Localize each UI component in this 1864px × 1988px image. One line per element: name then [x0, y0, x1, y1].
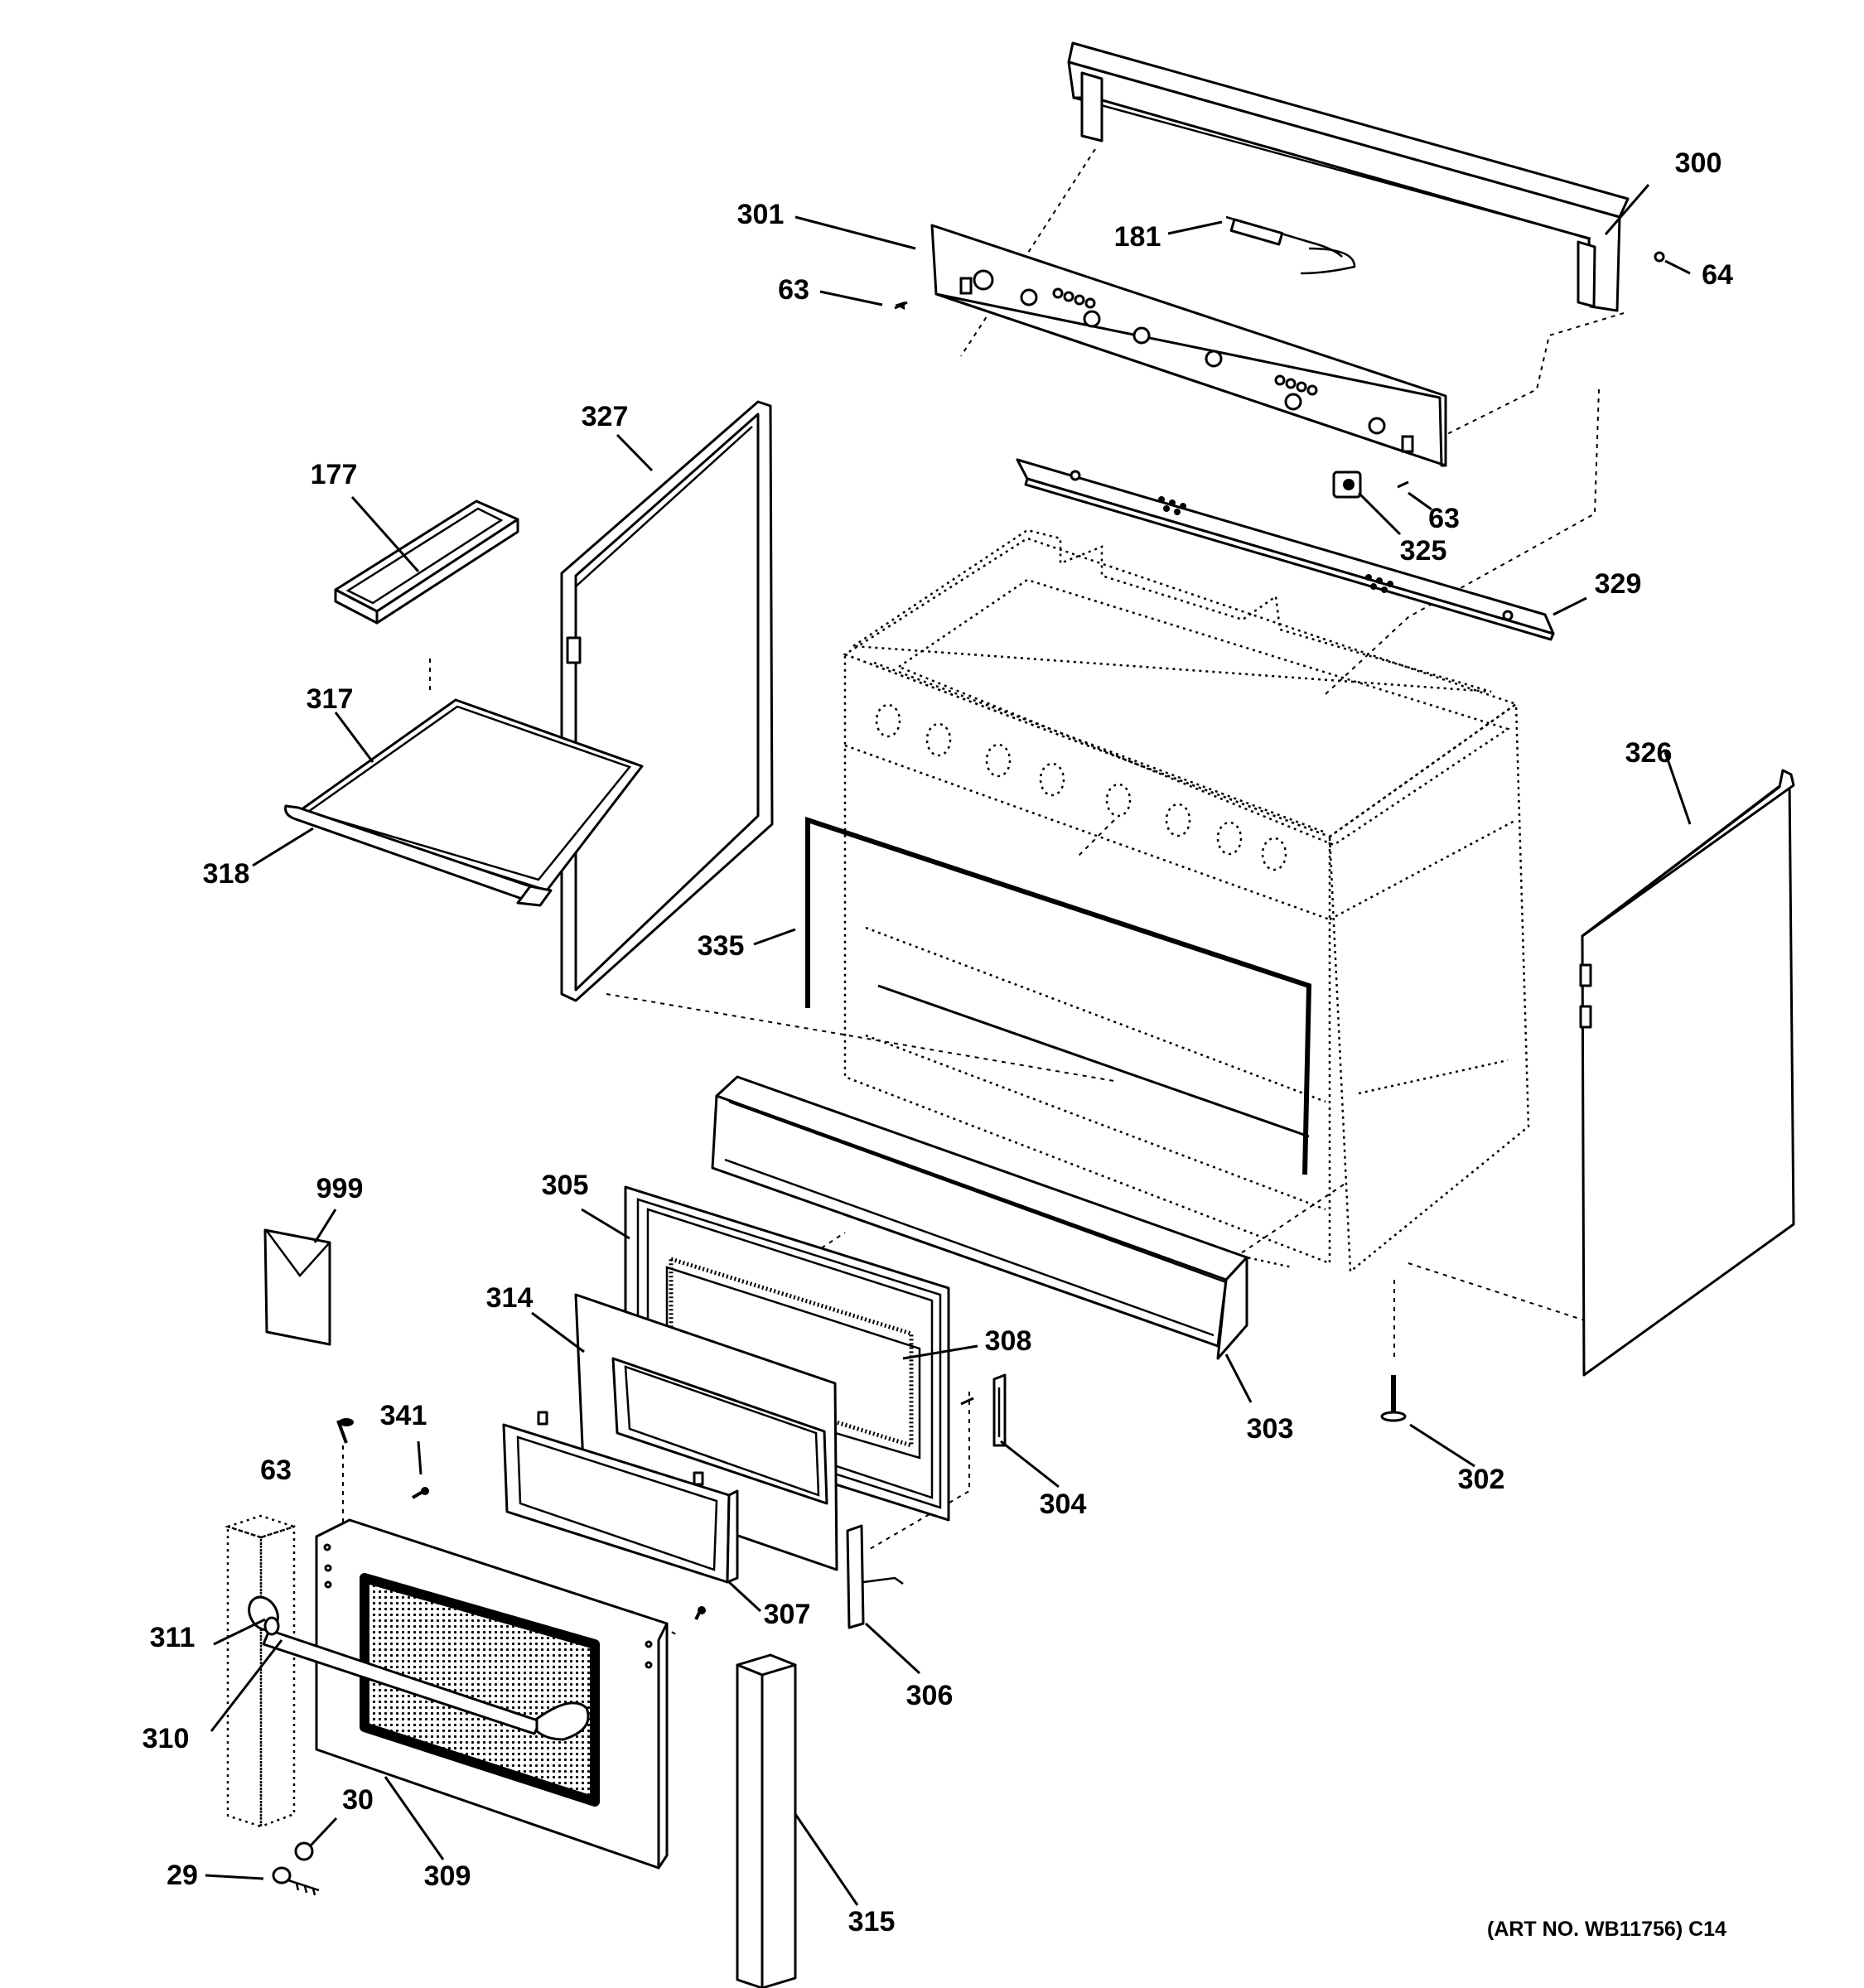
- part-315-trim-post: [736, 1653, 797, 1988]
- part-999-envelope: [263, 1228, 331, 1346]
- callout-305: 305: [542, 1170, 589, 1201]
- callout-325: 325: [1400, 535, 1447, 567]
- callout-314: 314: [486, 1282, 534, 1314]
- part-326-right-side-panel: [1579, 769, 1795, 1377]
- callout-327: 327: [582, 401, 629, 432]
- part-302-leveling-leg: [1380, 1375, 1407, 1422]
- callout-177: 177: [311, 459, 358, 490]
- callout-63-c: 63: [260, 1455, 292, 1486]
- leader-lines: [205, 184, 1692, 1906]
- part-177-tray: [334, 499, 519, 625]
- callout-301: 301: [737, 199, 785, 230]
- part-screw-door-right: [694, 1606, 706, 1620]
- callout-999: 999: [316, 1173, 364, 1204]
- part-63-screw-c: [336, 1418, 354, 1444]
- part-325-switch: [1332, 470, 1362, 499]
- callout-318: 318: [203, 858, 250, 890]
- callout-29: 29: [167, 1860, 198, 1891]
- callout-309: 309: [424, 1860, 471, 1892]
- part-63-screw-b: [1397, 480, 1409, 489]
- callout-30: 30: [342, 1784, 374, 1816]
- callout-326: 326: [1625, 737, 1673, 769]
- part-335-gasket: [805, 816, 1312, 1175]
- callout-63-b: 63: [1428, 503, 1460, 534]
- part-304-hinge-bracket: [992, 1373, 1007, 1447]
- part-327-left-side-panel: [560, 400, 774, 1002]
- callout-64: 64: [1702, 259, 1733, 291]
- part-341-screw: [412, 1487, 429, 1499]
- part-301-control-panel: [930, 224, 1447, 467]
- callout-304: 304: [1040, 1489, 1087, 1520]
- part-screw-304: [960, 1397, 974, 1406]
- callout-317: 317: [307, 683, 354, 715]
- callout-306: 306: [906, 1680, 954, 1711]
- callout-335: 335: [698, 930, 745, 962]
- part-307-window: [502, 1411, 739, 1584]
- part-64-clip: [1654, 251, 1665, 263]
- part-29-screw: [272, 1866, 320, 1896]
- callout-307: 307: [764, 1599, 811, 1630]
- callout-labels: 300 301 181 63 64 327 177 63 325 329 317…: [142, 147, 1733, 1937]
- callout-341: 341: [380, 1400, 427, 1431]
- part-306-hinge: [846, 1524, 904, 1629]
- callout-303: 303: [1247, 1413, 1294, 1445]
- left-trim-post-phantom: [224, 1514, 298, 1828]
- part-181-sensor: [1225, 215, 1356, 275]
- callout-181: 181: [1114, 221, 1161, 253]
- callout-308: 308: [985, 1325, 1032, 1357]
- art-number: (ART NO. WB11756) C14: [1487, 1918, 1726, 1941]
- part-30-bumper: [294, 1841, 314, 1861]
- part-310-handle-bar: [262, 1629, 542, 1735]
- part-63-screw-a: [894, 301, 908, 310]
- callout-300: 300: [1675, 147, 1722, 179]
- callout-63-a: 63: [778, 274, 809, 306]
- callout-311: 311: [150, 1622, 196, 1653]
- part-300-top-trim: [1067, 41, 1630, 312]
- callout-310: 310: [142, 1723, 190, 1754]
- part-309-outer-door: [315, 1518, 669, 1870]
- callout-302: 302: [1458, 1464, 1505, 1495]
- assembly-lines: [342, 148, 1625, 1637]
- part-329-bracket: [1016, 458, 1555, 641]
- part-303-drawer-front: [711, 1075, 1248, 1360]
- callout-315: 315: [848, 1906, 896, 1937]
- range-body-phantom: [843, 528, 1530, 1274]
- callout-329: 329: [1595, 568, 1642, 600]
- part-311-handle-end-cap: [248, 1595, 590, 1741]
- part-318-handle: [284, 804, 553, 907]
